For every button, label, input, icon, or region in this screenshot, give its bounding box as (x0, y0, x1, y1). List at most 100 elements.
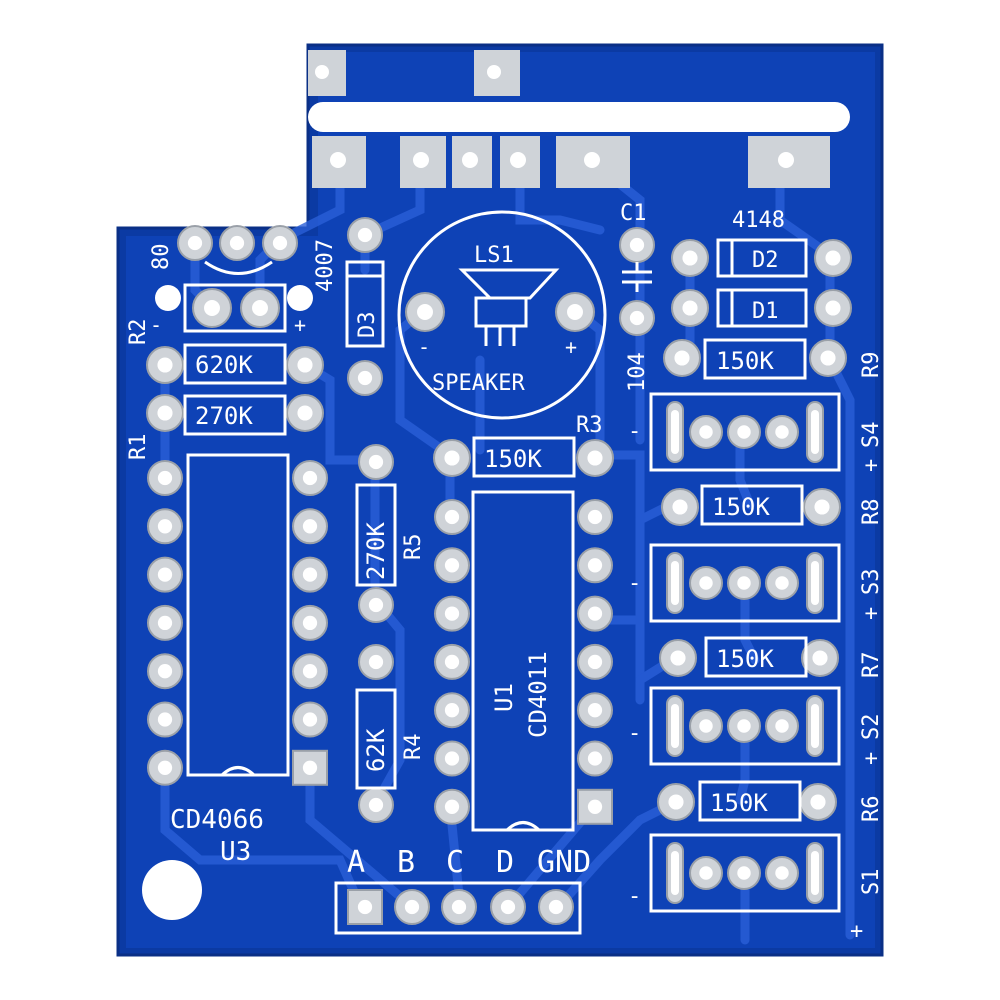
pad-hole (451, 899, 467, 915)
pad-hole (357, 370, 373, 386)
capacitor-symbol (622, 262, 652, 292)
pad-hole (297, 357, 313, 373)
u1-outline (471, 490, 575, 832)
label-cd4066: CD4066 (170, 805, 264, 835)
label-62k: 62K (362, 728, 390, 772)
pad-hole (587, 703, 603, 718)
label-r9: R9 (859, 352, 884, 379)
label-r3: R3 (576, 413, 603, 438)
board-slot (308, 102, 850, 132)
pad-hole (157, 712, 173, 727)
label-c1: C1 (620, 201, 647, 226)
pad-hole (444, 799, 460, 814)
label-header-b: B (397, 845, 415, 880)
pad-hole (157, 405, 173, 421)
label-150k-r9: 150K (716, 347, 774, 375)
pad-hole (775, 576, 789, 590)
label-ls1: LS1 (474, 243, 514, 268)
label-s3: S3 (859, 569, 884, 596)
pad-hole (302, 567, 318, 582)
label-80: 80 (149, 244, 174, 271)
through-hole-pads (146, 217, 852, 925)
pad-hole (587, 799, 603, 814)
pad-hole (825, 250, 841, 266)
pad-hole (500, 899, 516, 915)
pad-hole (368, 597, 384, 613)
label-4148: 4148 (732, 208, 785, 233)
label-header-c: C (446, 845, 464, 880)
u3-outline (186, 453, 290, 777)
pad-hole (672, 499, 688, 515)
pad-hole (699, 866, 713, 880)
label-d1: D1 (752, 299, 779, 324)
label-u1: U1 (490, 683, 518, 712)
pad-hole (157, 357, 173, 373)
label-s1: S1 (859, 869, 884, 896)
speaker-minus: - (418, 335, 430, 359)
pad-hole (812, 650, 828, 666)
pad-hole (629, 310, 645, 326)
switch-minus-2: - (628, 721, 641, 746)
pad-hole (444, 509, 460, 525)
pad-hole (682, 300, 698, 316)
pad-hole (737, 719, 751, 733)
pad-hole (252, 300, 268, 316)
label-s2: S2 (859, 714, 884, 741)
pad-hole (775, 866, 789, 880)
diode-outlines (345, 238, 808, 348)
resistor-outlines (183, 338, 808, 822)
pad-hole (737, 866, 751, 880)
label-r5: R5 (401, 534, 426, 561)
switch-slot-hole (671, 410, 679, 454)
pad-hole (587, 558, 603, 573)
switch-footprints (649, 392, 841, 913)
pad-hole (587, 654, 603, 670)
switch-outline (649, 833, 841, 913)
pad-hole (204, 300, 220, 316)
pad-hole (670, 650, 686, 666)
label-150k-r8: 150K (712, 493, 770, 521)
switch-slot-hole (811, 410, 819, 454)
pad-hole (775, 719, 789, 733)
label-s1-plus: + (850, 919, 863, 944)
pad-hole (699, 576, 713, 590)
switch-minus-1: - (628, 884, 641, 909)
transistor-outline (183, 260, 287, 333)
pad-hole (587, 450, 603, 466)
pad-hole (814, 499, 830, 515)
switch-outline (649, 392, 841, 472)
label-150k-r6: 150K (710, 789, 768, 817)
pad-hole (157, 615, 173, 631)
pad-hole (737, 576, 751, 590)
pad-hole (668, 794, 684, 810)
pad-hole (157, 519, 173, 534)
u1-pin (577, 788, 613, 825)
pad-hole (699, 425, 713, 439)
label-header-a: A (347, 845, 365, 880)
pad-hole (357, 899, 373, 915)
switch-slot-hole (671, 851, 679, 895)
pad-hole (629, 237, 645, 253)
pad-hole (302, 760, 318, 775)
pad-hole (302, 615, 318, 631)
switch-slot-hole (671, 704, 679, 748)
pad-hole (810, 794, 826, 810)
label-r2: R2 (126, 319, 151, 346)
pad-hole (404, 899, 420, 915)
pad-hole (229, 235, 245, 251)
switch-slot-hole (811, 851, 819, 895)
label-4007: 4007 (313, 239, 338, 292)
switch-slot-hole (811, 704, 819, 748)
label-cd4011: CD4011 (524, 651, 552, 738)
speaker-outline (397, 210, 607, 420)
switch-outline (649, 543, 841, 623)
label-r7: R7 (859, 652, 884, 679)
label-u3: U3 (220, 837, 251, 867)
pad-hole (302, 664, 318, 679)
label-s4: S4 (859, 422, 884, 449)
label-104: 104 (625, 352, 650, 392)
top-connector-pads (308, 50, 830, 188)
pad-hole (157, 664, 173, 679)
pad-hole (368, 454, 384, 470)
